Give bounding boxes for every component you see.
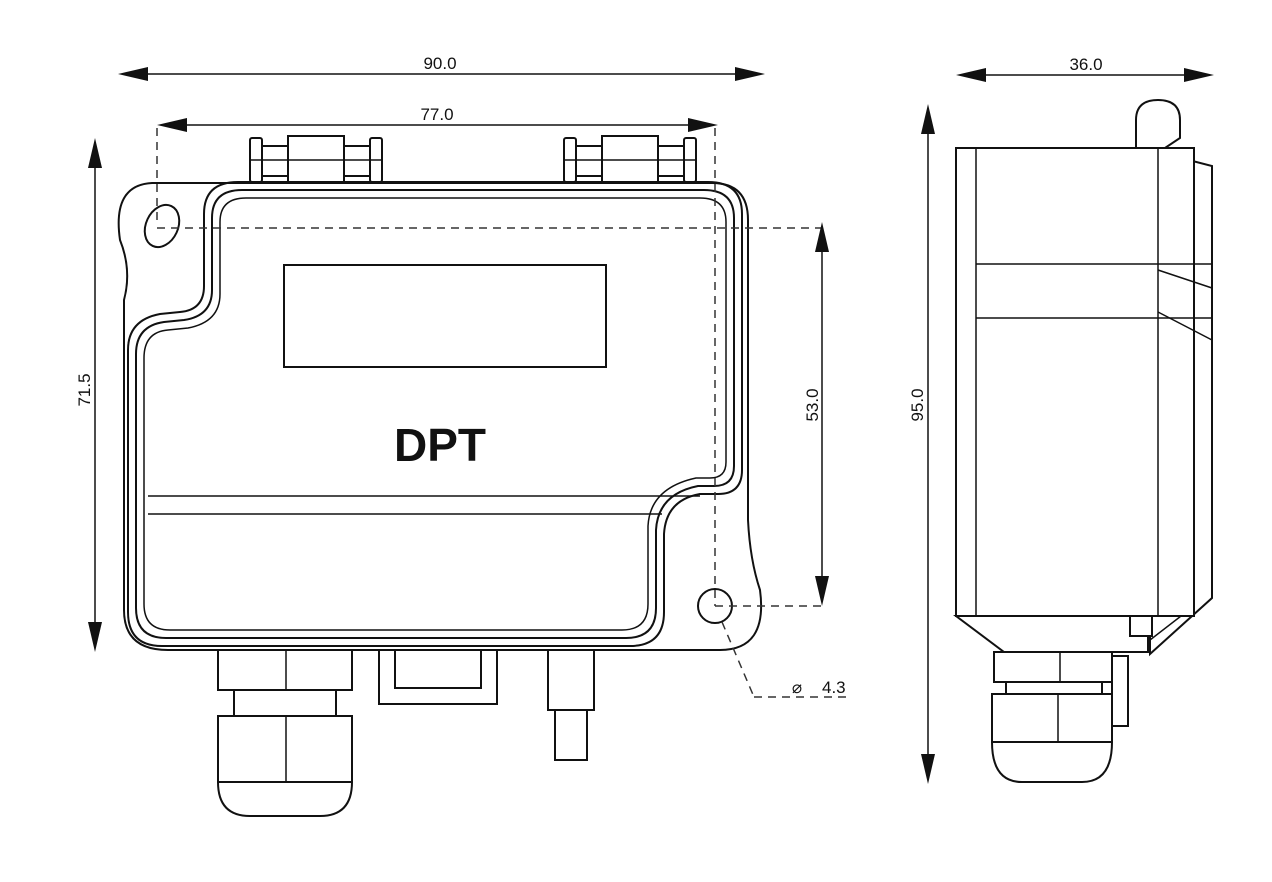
cable-gland-front (216, 649, 354, 817)
dim-front-height: 71.5 (75, 373, 94, 406)
dim-hole-spacing-vertical: 53.0 (803, 388, 822, 421)
side-body (955, 147, 1195, 617)
front-view: DPT (117, 135, 763, 817)
dim-diameter-symbol: ⌀ (792, 678, 802, 697)
brand-label: DPT (394, 419, 486, 471)
display-window (283, 264, 607, 368)
mount-hole-top-left (143, 203, 181, 249)
dim-side-height: 95.0 (908, 388, 927, 421)
dim-hole-spacing-horizontal: 77.0 (420, 105, 453, 124)
cable-gland-side (990, 651, 1129, 783)
bottom-connector (378, 649, 498, 705)
dim-hole-diameter: 4.3 (822, 678, 846, 697)
side-top-knob (1135, 98, 1181, 152)
side-dimensions: 36.0 95.0 (908, 55, 1214, 784)
top-port-left (249, 135, 383, 183)
dim-side-depth: 36.0 (1069, 55, 1102, 74)
bottom-nozzle (547, 649, 595, 761)
front-dimensions: 90.0 77.0 71.5 53.0 ⌀ 4.3 (75, 54, 848, 698)
dim-front-width: 90.0 (423, 54, 456, 73)
housing-inner (135, 189, 735, 639)
top-port-right (563, 135, 697, 183)
side-view (953, 98, 1213, 783)
housing-outer (127, 181, 743, 647)
